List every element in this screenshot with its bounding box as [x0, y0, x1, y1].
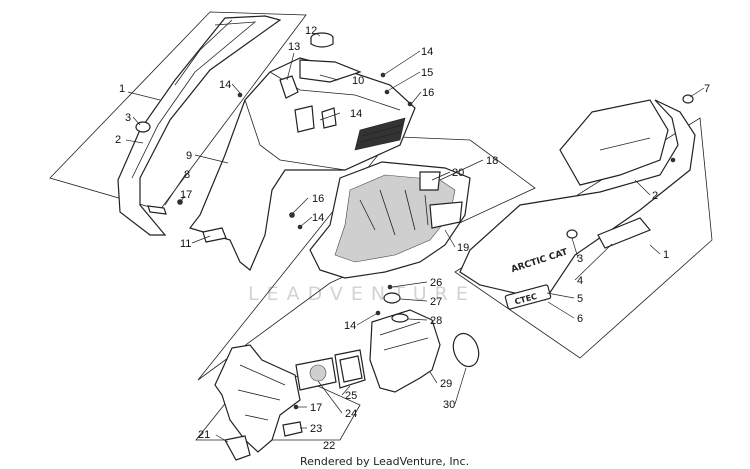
- screw-14b: [380, 72, 386, 78]
- leader-lines: [125, 33, 705, 443]
- callout-11: 11: [180, 238, 191, 250]
- callout-6: 6: [577, 313, 583, 325]
- decal-model-6: [504, 284, 552, 310]
- right-decal-4: [597, 217, 651, 249]
- callout-1-right: 1: [663, 249, 669, 261]
- screw-15: [384, 89, 390, 95]
- callout-17-bracket: 17: [310, 402, 322, 414]
- callout-3-left: 3: [125, 112, 131, 124]
- callout-26: 26: [430, 277, 442, 289]
- screw-26: [387, 284, 393, 290]
- callout-14-hood-right: 14: [421, 46, 433, 58]
- callout-24: 24: [345, 408, 357, 420]
- callout-29: 29: [440, 378, 452, 390]
- footer-credit: Rendered by LeadVenture, Inc.: [300, 455, 469, 468]
- watermark-text: LEADVENTURE: [248, 283, 476, 305]
- callout-12: 12: [305, 25, 317, 37]
- callout-22: 22: [323, 440, 335, 452]
- callout-18: 18: [486, 155, 498, 167]
- callout-7: 7: [704, 83, 710, 95]
- air-box: [309, 161, 471, 279]
- callout-27: 27: [430, 296, 442, 308]
- left-rivet-3: [135, 121, 151, 133]
- screw-14a: [237, 92, 243, 98]
- clip-16b: [289, 212, 295, 218]
- hood-grille: [354, 117, 406, 151]
- callout-8: 8: [184, 169, 190, 181]
- callout-20: 20: [452, 167, 464, 179]
- duct-seal-28: [391, 313, 409, 323]
- callout-2-left: 2: [115, 134, 121, 146]
- right-side-panel: ARCTIC CAT CTEC: [459, 94, 696, 310]
- clip-16: [407, 101, 413, 107]
- bracket-23: [282, 421, 303, 437]
- callout-14-side: 14: [312, 212, 324, 224]
- screw-17-bracket: [293, 404, 299, 410]
- callout-17-left: 17: [180, 189, 192, 201]
- air-box-insert-20: [419, 171, 441, 191]
- callout-28: 28: [430, 315, 442, 327]
- callout-4: 4: [577, 275, 583, 287]
- lower-bracket: [214, 344, 337, 461]
- callout-19: 19: [457, 242, 469, 254]
- callout-25: 25: [345, 390, 357, 402]
- callout-5: 5: [577, 293, 583, 305]
- callout-14-duct: 14: [344, 320, 356, 332]
- bracket-21: [224, 435, 251, 461]
- callout-13: 13: [288, 41, 300, 53]
- duct-clip-27: [383, 292, 401, 304]
- screw-14e: [375, 310, 381, 316]
- air-intake-duct: [334, 284, 480, 393]
- screw-7b: [670, 157, 676, 163]
- left-decal-8: [147, 205, 167, 215]
- callout-16-hood: 16: [422, 87, 434, 99]
- callout-1-left: 1: [119, 83, 125, 95]
- callout-3-right: 3: [577, 253, 583, 265]
- callout-21: 21: [198, 429, 210, 441]
- callout-30: 30: [443, 399, 455, 411]
- hood-vent-10: [299, 59, 362, 83]
- hose-clamp-30: [452, 332, 480, 368]
- hood-vent-11: [202, 227, 227, 243]
- callout-14-hood-left: 14: [219, 79, 231, 91]
- callout-numbers: 1 3 2 8 17 9 11 12 13 14 10 14 15 16 14 …: [115, 25, 710, 452]
- callout-15: 15: [421, 67, 433, 79]
- callout-16-side: 16: [312, 193, 324, 205]
- callout-14-hood-center: 14: [350, 108, 362, 120]
- hood-nose: [188, 32, 416, 271]
- right-rivet-3: [566, 229, 578, 239]
- callout-9: 9: [186, 150, 192, 162]
- callout-23: 23: [310, 423, 322, 435]
- callout-10: 10: [352, 75, 364, 87]
- callout-2-right: 2: [652, 190, 658, 202]
